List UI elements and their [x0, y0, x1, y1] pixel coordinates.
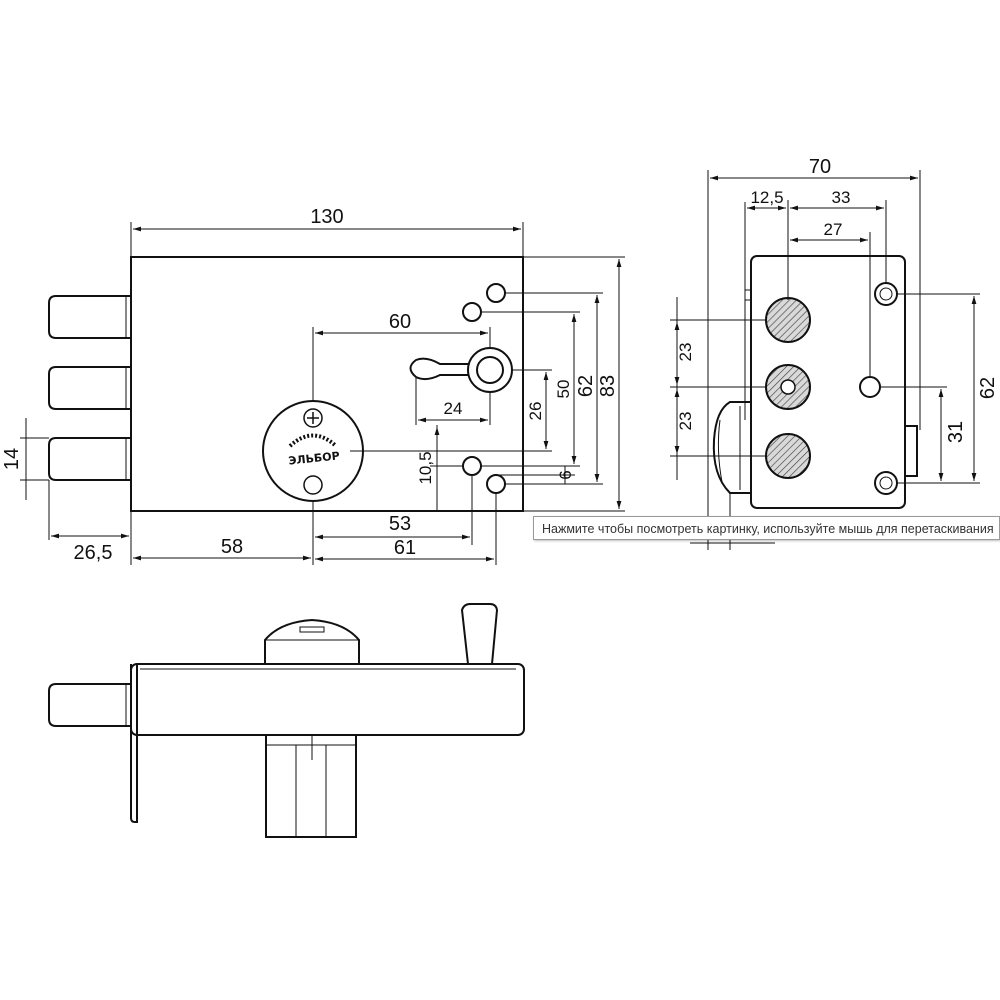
cylinder-cap-top	[264, 618, 360, 664]
dim-pitch-bottom: 23	[676, 412, 695, 431]
dim-height-83: 83	[597, 375, 619, 397]
side-hole-middle	[859, 376, 881, 398]
spindle-outer	[467, 347, 513, 393]
dim-handle-height: 26	[526, 402, 545, 421]
side-hole-bottom	[874, 471, 898, 495]
bolt-bottom	[48, 437, 131, 481]
hole-top-left	[462, 302, 482, 322]
side-view	[712, 255, 918, 509]
cross-screw-icon	[303, 408, 323, 428]
spindle-inner	[476, 356, 504, 384]
dim-backset-26-5: 26,5	[74, 542, 113, 564]
cylinder-housing-side	[712, 401, 751, 494]
image-tooltip: Нажмите чтобы посмотреть картинку, испол…	[533, 516, 1000, 540]
lever-top-view	[460, 603, 499, 665]
bolt-top-view	[48, 683, 131, 727]
front-dimension-lines	[20, 222, 625, 565]
dim-height-62: 62	[575, 375, 597, 397]
hole-top-right	[486, 283, 506, 303]
dim-cam-distance: 60	[389, 311, 411, 333]
dim-overall-width: 130	[310, 206, 343, 228]
faceplate	[130, 664, 138, 823]
lock-body-front	[130, 256, 524, 512]
gear-emblem-icon	[288, 433, 338, 448]
dim-side-height-62: 62	[977, 377, 999, 399]
dim-span-33: 33	[832, 188, 851, 207]
dim-height-50: 50	[554, 380, 573, 399]
dim-bolt-width: 14	[1, 448, 23, 470]
top-view	[48, 603, 525, 838]
dim-hole-53: 53	[389, 513, 411, 535]
side-hole-top	[874, 282, 898, 306]
dim-cam-span: 24	[444, 399, 463, 418]
lock-body-top	[130, 663, 525, 736]
side-dimension-lines	[670, 170, 980, 550]
lock-body-side	[750, 255, 906, 509]
dim-offset-6: 6	[556, 470, 575, 479]
bolt-section-bottom	[765, 433, 811, 479]
dim-side-height-31: 31	[945, 421, 967, 443]
brand-logo-text: ЭЛЬБОР	[288, 449, 340, 467]
dim-offset-12-5: 12,5	[750, 188, 783, 207]
rosette-screw-bottom	[303, 475, 323, 495]
bolt-middle	[48, 366, 131, 410]
bolt-top	[48, 295, 131, 339]
dim-pitch-top: 23	[676, 343, 695, 362]
front-view	[48, 256, 524, 512]
hole-bottom-left	[462, 456, 482, 476]
dim-span-27: 27	[824, 220, 843, 239]
latch-lever	[409, 357, 468, 381]
dim-backset-58: 58	[221, 536, 243, 558]
dim-offset-10-5: 10,5	[416, 451, 435, 484]
cylinder-bottom	[265, 734, 357, 838]
bolt-section-top	[765, 297, 811, 343]
dim-hole-61: 61	[394, 537, 416, 559]
dim-depth-70: 70	[809, 156, 831, 178]
hole-bottom-right	[486, 474, 506, 494]
